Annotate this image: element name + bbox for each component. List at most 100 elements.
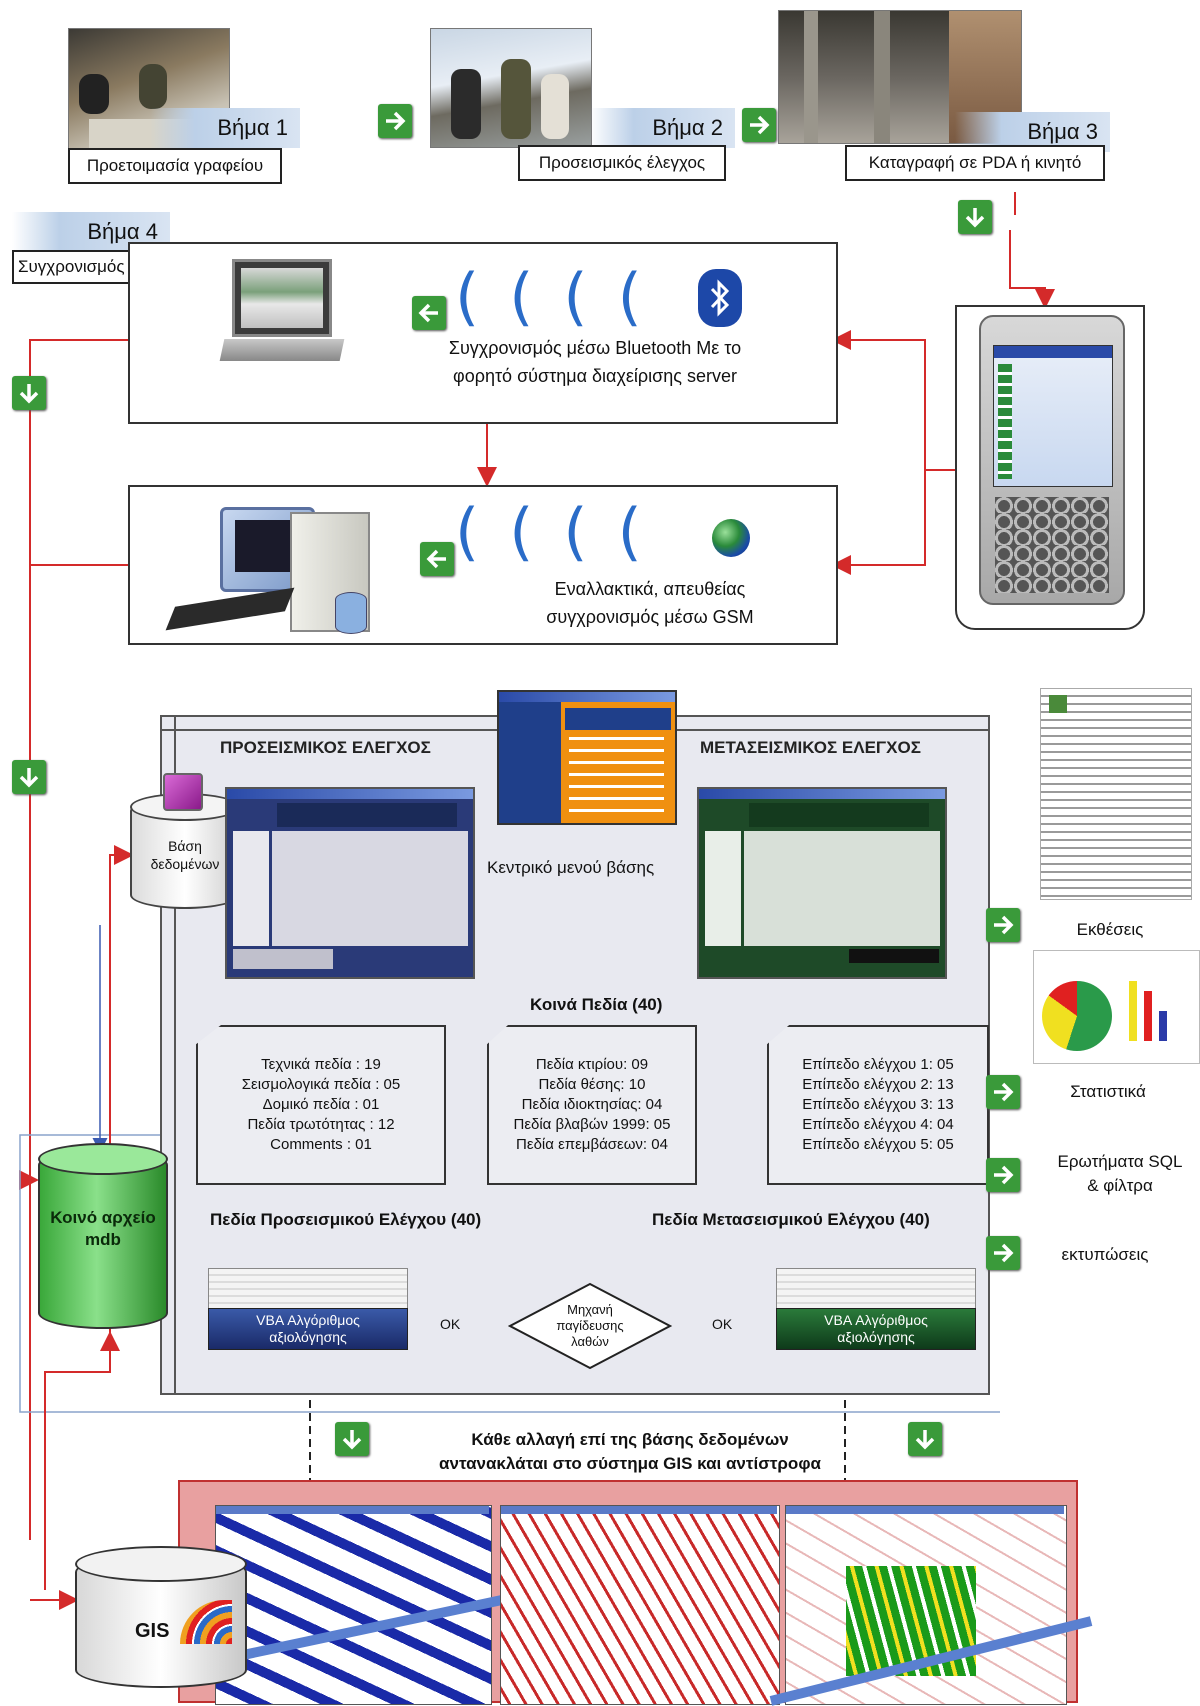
gis-note-line-2: αντανακλάται στο σύστημα GIS και αντίστρ… [439, 1454, 821, 1473]
common-field-line-1: Πεδία κτιρίου: 09 [535, 1056, 649, 1073]
step-3-label-text: Καταγραφή σε PDA ή κινητό [868, 153, 1082, 172]
common-mdb-label-line-2: mdb [85, 1230, 121, 1249]
common-mdb-label-line-1: Κοινό αρχείο [50, 1208, 156, 1227]
post-vba-line-2: αξιολόγησης [837, 1329, 915, 1345]
engine-line-2: παγίδευσης [556, 1318, 624, 1333]
prints-label: εκτυπώσεις [1061, 1245, 1149, 1264]
common-field-line-2: Πεδία θέσης: 10 [538, 1076, 646, 1093]
pda-device-icon [979, 315, 1125, 605]
pre-seismic-form-screenshot [225, 787, 475, 979]
sql-filters-label: Ερωτήματα SQL & φίλτρα [1050, 1150, 1190, 1198]
post-field-line-4: Επίπεδο ελέγχου 4: 04 [802, 1116, 954, 1133]
pre-field-line-3: Δομικό πεδία : 01 [262, 1096, 380, 1113]
bluetooth-caption-line-2: φορητό σύστημα διαχείρισης server [453, 366, 737, 386]
desktop-computer-icon [165, 497, 390, 637]
pda-device-card [955, 305, 1145, 630]
step-3-tag-text: Βήμα 3 [1027, 119, 1098, 144]
down-arrow-icon [908, 1422, 942, 1456]
gis-map-panel-2 [500, 1505, 780, 1705]
access-db-icon [163, 773, 203, 811]
left-arrow-icon [412, 296, 446, 330]
reports-label: Εκθέσεις [1076, 920, 1144, 939]
post-field-line-5: Επίπεδο ελέγχου 5: 05 [802, 1136, 954, 1153]
pre-field-line-5: Comments : 01 [270, 1136, 372, 1153]
bluetooth-icon [698, 269, 742, 327]
down-arrow-icon [12, 760, 46, 794]
step-2-label-text: Προσεισμικός έλεγχος [538, 153, 706, 172]
post-vba-algorithm: VBA Αλγόριθμος αξιολόγησης [776, 1308, 976, 1350]
ok-label-left: OK [440, 1316, 461, 1332]
step-2-tag: Βήμα 2 [590, 108, 735, 148]
post-field-line-2: Επίπεδο ελέγχου 2: 13 [802, 1076, 954, 1093]
post-seismic-title: ΜΕΤΑΣΕΙΣΜΙΚΟΣ ΕΛΕΓΧΟΣ [700, 738, 921, 757]
engine-line-3: λαθών [571, 1334, 609, 1349]
post-seismic-fields-card: Επίπεδο ελέγχου 1: 05 Επίπεδο ελέγχου 2:… [767, 1025, 989, 1185]
database-label: Βάση δεδομένων [130, 837, 240, 873]
database-cylinder: Βάση δεδομένων [130, 785, 242, 915]
ok-label-right: OK [712, 1316, 733, 1332]
left-arrow-icon [420, 542, 454, 576]
down-arrow-icon [12, 376, 46, 410]
common-field-line-4: Πεδία βλαβών 1999: 05 [513, 1116, 671, 1133]
pre-field-line-1: Τεχνικά πεδία : 19 [261, 1056, 381, 1073]
signal-waves-icon: (((( [455, 495, 672, 568]
statistics-chart-thumbnail [1033, 950, 1200, 1064]
pre-seismic-title: ΠΡΟΣΕΙΣΜΙΚΟΣ ΕΛΕΓΧΟΣ [220, 738, 431, 757]
post-field-line-3: Επίπεδο ελέγχου 3: 13 [802, 1096, 954, 1113]
bluetooth-sync-panel: (((( Συγχρονισμός μέσω Bluetooth Με το φ… [128, 242, 838, 424]
gis-note-line-1: Κάθε αλλαγή επί της βάσης δεδομένων [471, 1430, 789, 1449]
step-1-tag: Βήμα 1 [150, 108, 300, 148]
pre-seismic-fields-card: Τεχνικά πεδία : 19 Σεισμολογικά πεδία : … [196, 1025, 446, 1185]
database-label-line-1: Βάση [168, 838, 202, 854]
pre-vba-algorithm: VBA Αλγόριθμος αξιολόγησης [208, 1308, 408, 1350]
step-1-label-text: Προετοιμασία γραφείου [86, 156, 264, 175]
gsm-sync-panel: (((( Εναλλακτικά, απευθείας συγχρονισμός… [128, 485, 838, 645]
right-arrow-icon [986, 1236, 1020, 1270]
post-vba-line-1: VBA Αλγόριθμος [824, 1312, 928, 1328]
gis-database-cylinder: GIS [75, 1538, 250, 1693]
step-4-tag-text: Βήμα 4 [87, 219, 158, 244]
field-inspection-photo [430, 28, 592, 148]
bluetooth-caption: Συγχρονισμός μέσω Bluetooth Με το φορητό… [430, 334, 760, 390]
right-arrow-icon [742, 108, 776, 142]
step-1-tag-text: Βήμα 1 [217, 115, 288, 140]
pre-field-line-4: Πεδία τρωτότητας : 12 [247, 1116, 395, 1133]
right-arrow-icon [378, 104, 412, 138]
gsm-caption: Εναλλακτικά, απευθείας συγχρονισμός μέσω… [520, 575, 780, 631]
pre-field-line-2: Σεισμολογικά πεδία : 05 [241, 1076, 401, 1093]
bluetooth-caption-line-1: Συγχρονισμός μέσω Bluetooth Με το [448, 338, 742, 358]
gsm-caption-line-2: συγχρονισμός μέσω GSM [546, 607, 754, 627]
report-document-thumbnail [1040, 688, 1192, 900]
signal-waves-icon: (((( [455, 260, 672, 333]
gis-label: GIS [135, 1620, 170, 1642]
gsm-caption-line-1: Εναλλακτικά, απευθείας [554, 579, 746, 599]
right-arrow-icon [986, 1075, 1020, 1109]
step-1-label: Προετοιμασία γραφείου [68, 148, 282, 184]
error-trapping-engine: Μηχανή παγίδευσης λαθών [508, 1282, 672, 1370]
central-menu-screenshot [497, 690, 677, 825]
common-fields-card: Πεδία κτιρίου: 09 Πεδία θέσης: 10 Πεδία … [487, 1025, 697, 1185]
engine-line-1: Μηχανή [567, 1302, 613, 1317]
common-fields-title: Κοινά Πεδία (40) [530, 995, 663, 1014]
post-field-line-1: Επίπεδο ελέγχου 1: 05 [802, 1056, 954, 1073]
step-2-tag-text: Βήμα 2 [652, 115, 723, 140]
statistics-label: Στατιστικά [1070, 1082, 1146, 1101]
central-menu-caption: Κεντρικό μενού βάσης [487, 858, 655, 877]
globe-icon [712, 519, 750, 557]
pre-fields-title: Πεδία Προσεισμικού Ελέγχου (40) [210, 1210, 482, 1229]
gis-map-panel-3 [769, 1505, 1093, 1706]
common-field-line-3: Πεδία ιδιοκτησίας: 04 [521, 1096, 663, 1113]
common-mdb-label: Κοινό αρχείο mdb [38, 1207, 168, 1251]
step-4-label: Συγχρονισμός [12, 250, 150, 284]
pre-vba-line-2: αξιολόγησης [269, 1329, 347, 1345]
right-arrow-icon [986, 1158, 1020, 1192]
step-3-label: Καταγραφή σε PDA ή κινητό [845, 145, 1105, 181]
sql-label-line-2: & φίλτρα [1087, 1176, 1153, 1195]
gis-map-panel-1 [198, 1505, 514, 1705]
sql-label-line-1: Ερωτήματα SQL [1057, 1152, 1183, 1171]
common-mdb-cylinder: Κοινό αρχείο mdb [38, 1135, 168, 1335]
down-arrow-icon [335, 1422, 369, 1456]
laptop-icon [219, 259, 345, 371]
right-arrow-icon [986, 908, 1020, 942]
post-seismic-form-screenshot [697, 787, 947, 979]
